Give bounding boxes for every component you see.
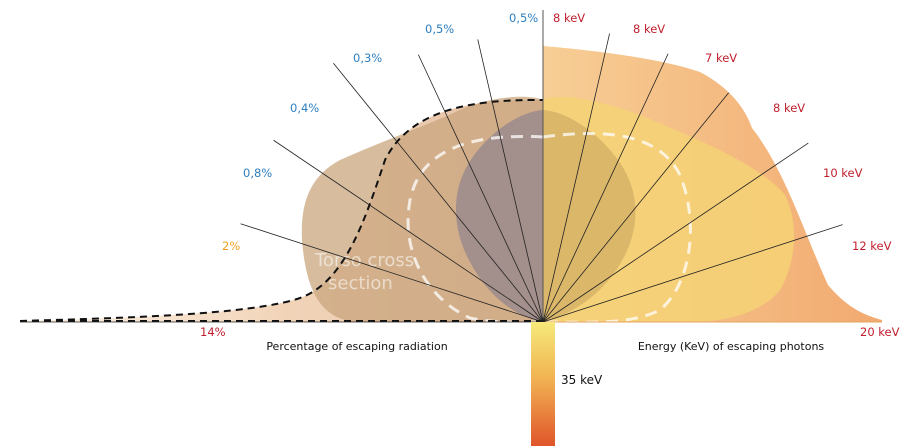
percentage-curve <box>19 99 543 322</box>
percent-label-0: 14% <box>200 325 226 339</box>
torso-inner-left <box>455 110 543 322</box>
energy-label-5: 8 keV <box>633 22 665 36</box>
torso-label-line1: Torso cross <box>314 250 414 271</box>
percent-label-2: 0,8% <box>243 166 272 180</box>
ray-left-4 <box>417 54 544 323</box>
ray-right-1 <box>542 224 843 323</box>
ray-left-1 <box>240 223 544 323</box>
percent-label-3: 0,4% <box>290 101 319 115</box>
percent-label-5: 0,5% <box>425 22 454 36</box>
torso-inner-right <box>543 110 636 322</box>
escape-rays <box>20 33 843 323</box>
ray-left-3 <box>333 62 544 323</box>
ray-labels: 14% 20 keV 2% 12 keV 0,8% 10 keV 0,4% 8 keV 0,3%… <box>200 11 900 339</box>
energy-label-3: 8 keV <box>773 101 805 115</box>
ray-right-4 <box>542 53 669 323</box>
source-energy-label: 35 keV <box>561 373 603 387</box>
ray-left-2 <box>273 139 544 323</box>
torso-label-line2: section <box>328 273 393 294</box>
left-axis-title: Percentage of escaping radiation <box>266 340 447 353</box>
ray-right-2 <box>542 142 809 323</box>
energy-label-6: 8 keV <box>553 11 585 25</box>
torso-cross-section: Torso cross section <box>301 96 795 324</box>
energy-label-1: 12 keV <box>852 239 892 253</box>
ray-right-3 <box>542 92 729 323</box>
percent-label-4: 0,3% <box>353 51 382 65</box>
energy-label-2: 10 keV <box>823 166 863 180</box>
percent-label-6: 0,5% <box>509 11 538 25</box>
ray-left-5 <box>477 39 544 323</box>
energy-label-0: 20 keV <box>860 325 900 339</box>
source-beam <box>531 322 555 446</box>
energy-label-4: 7 keV <box>705 51 737 65</box>
organ-outline-dashed <box>406 132 692 324</box>
percent-label-1: 2% <box>222 239 240 253</box>
ray-right-5 <box>542 33 610 323</box>
right-axis-title: Energy (KeV) of escaping photons <box>638 340 825 353</box>
